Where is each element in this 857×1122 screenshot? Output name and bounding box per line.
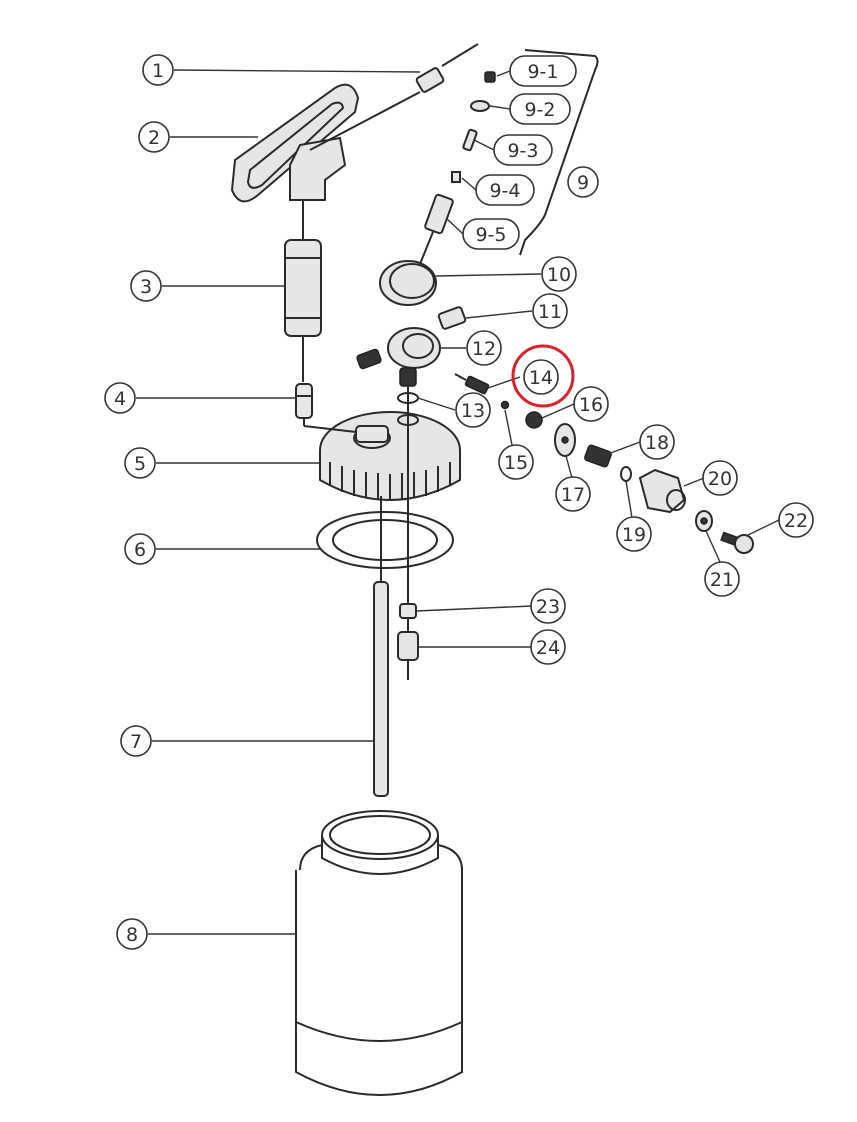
part-23-nut [399,603,417,619]
label-9-5: 9-5 [462,218,520,250]
part-14-spring [454,373,490,395]
svg-text:15: 15 [504,452,528,474]
svg-text:16: 16 [579,394,603,416]
label-17: 17 [555,476,591,512]
svg-text:5: 5 [134,453,146,475]
label-22: 22 [778,502,814,538]
part-21-washer [695,510,713,532]
part-8-jar [295,810,463,1096]
label-15: 15 [498,444,534,480]
svg-text:23: 23 [536,596,560,618]
svg-text:9: 9 [577,172,589,194]
part-20-hex-nut [638,468,686,514]
part-9-assembly [419,49,599,265]
svg-text:24: 24 [536,637,560,659]
part-6-gasket [316,511,454,569]
label-11: 11 [532,293,568,329]
svg-text:9-5: 9-5 [475,224,506,246]
label-8: 8 [116,918,148,950]
label-24: 24 [530,629,566,665]
part-1-fitting [415,43,479,93]
label-20: 20 [702,460,738,496]
svg-text:8: 8 [126,924,138,946]
svg-text:19: 19 [622,524,646,546]
svg-text:20: 20 [708,468,732,490]
part-2-handle [230,83,421,203]
label-9-4: 9-4 [475,174,535,206]
part-17-washer [554,423,576,457]
label-14: 14 [511,344,575,408]
label-4: 4 [104,382,136,414]
label-18: 18 [639,424,675,460]
svg-text:9-2: 9-2 [524,99,555,121]
label-7: 7 [120,725,152,757]
part-19-ring [620,466,632,482]
svg-text:14: 14 [529,367,553,389]
label-16: 16 [573,386,609,422]
svg-text:9-4: 9-4 [489,180,520,202]
label-23: 23 [530,588,566,624]
svg-text:13: 13 [461,400,485,422]
svg-text:21: 21 [710,569,734,591]
label-3: 3 [130,270,162,302]
svg-text:22: 22 [784,510,808,532]
svg-text:9-3: 9-3 [507,140,538,162]
label-10: 10 [541,256,577,292]
label-9-2: 9-2 [509,93,571,125]
part-3-coupler [284,200,322,382]
part-22-screw [720,531,754,554]
label-6: 6 [124,533,156,565]
part-4-screw [295,383,313,426]
svg-text:12: 12 [472,338,496,360]
svg-text:7: 7 [130,731,142,753]
part-12-valve-body [356,327,441,680]
svg-text:11: 11 [538,301,562,323]
label-21: 21 [704,561,740,597]
leader-lines [136,69,780,935]
part-18-spring [584,444,612,468]
highlight-circle [511,344,575,408]
part-16-nut [525,411,543,429]
svg-text:9-1: 9-1 [527,61,558,83]
svg-text:2: 2 [148,127,160,149]
part-24-fitting [397,631,419,661]
part-5-lid [303,411,461,501]
label-9: 9 [567,166,599,198]
svg-text:17: 17 [561,484,585,506]
label-13: 13 [455,392,491,428]
svg-text:3: 3 [140,276,152,298]
label-5: 5 [124,447,156,479]
svg-text:6: 6 [134,539,146,561]
svg-text:10: 10 [547,264,571,286]
label-9-1: 9-1 [509,55,577,87]
part-15-pin [500,400,510,410]
svg-text:18: 18 [645,432,669,454]
label-2: 2 [138,121,170,153]
svg-text:1: 1 [152,60,164,82]
part-11-fitting [437,306,467,330]
label-19: 19 [616,516,652,552]
svg-text:4: 4 [114,388,126,410]
part-7-tube [373,496,389,797]
label-12: 12 [466,330,502,366]
part-10-gauge [379,260,437,306]
label-1: 1 [142,54,174,86]
label-9-3: 9-3 [493,134,553,166]
